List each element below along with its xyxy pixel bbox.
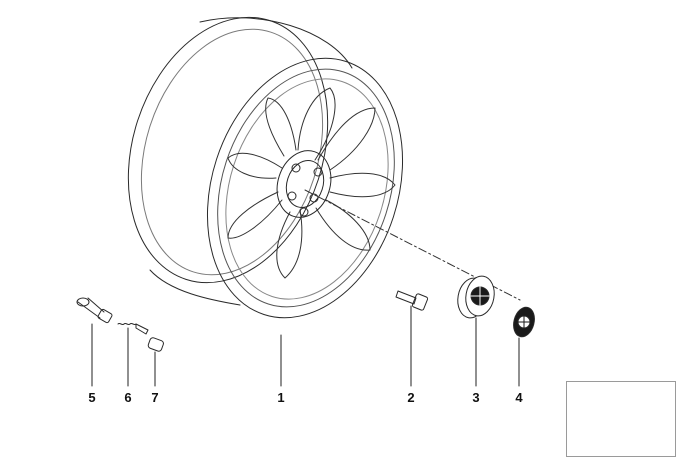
vehicle-thumbnail-frame (566, 381, 676, 457)
valve-nut-shape (147, 337, 164, 352)
leader-lines (91, 305, 520, 387)
callout-3: 3 (472, 390, 480, 405)
callout-5: 5 (88, 390, 96, 405)
assembly-axis (304, 189, 521, 301)
emblem-shape (513, 306, 535, 338)
valve-cap-shape (76, 297, 113, 324)
wheel-rim (127, 16, 404, 319)
valve-insert-shape (117, 322, 149, 335)
callout-1: 1 (277, 390, 285, 405)
callout-6: 6 (124, 390, 132, 405)
hub-cap-shape (457, 275, 495, 319)
callout-4: 4 (515, 390, 523, 405)
callout-7: 7 (151, 390, 159, 405)
wheel-spokes (227, 87, 396, 279)
wheel-bolt-shape (395, 290, 429, 311)
callout-2: 2 (407, 390, 415, 405)
